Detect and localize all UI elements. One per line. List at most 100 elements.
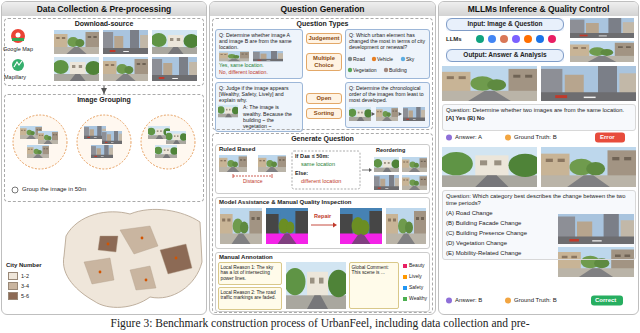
rule-text: ≤ 50m:	[310, 153, 329, 159]
method-box: Model Assistance & Manual Quality Inspec…	[215, 197, 430, 249]
label-slot: Repair	[314, 213, 331, 219]
truth-icon	[505, 298, 511, 304]
answer-icon	[446, 135, 452, 141]
node-text: No, different location.	[219, 69, 299, 75]
node-text: (E) Mobility-Related Change	[446, 250, 558, 257]
node-text: Judgement	[308, 35, 340, 42]
model-icon	[488, 35, 496, 43]
node-text: Yes, same location.	[219, 62, 299, 68]
node-text: Open	[308, 95, 340, 102]
street-photo	[219, 51, 249, 62]
truth-icon	[505, 135, 511, 141]
generation-box: Generate QuestionRuled BasedModel Assist…	[212, 133, 433, 313]
truth-label: Ground Truth: B	[514, 297, 557, 304]
label-slot: Ground Truth: B	[514, 134, 557, 141]
source-name: Mapillary	[4, 74, 26, 80]
category-icon	[372, 57, 376, 61]
question-types-box: Question TypesQ: Determine whether image…	[212, 18, 433, 130]
art-shape	[130, 266, 156, 290]
box-fill	[349, 262, 399, 309]
street-photo	[348, 107, 372, 121]
art-shape	[98, 236, 118, 252]
node-text: Local Reason 1: The sky has a lot of int…	[221, 265, 280, 282]
label-slot: Safety	[409, 285, 423, 291]
flow-arrow	[362, 170, 369, 171]
box-fill	[306, 93, 342, 104]
label-slot: different location	[301, 178, 341, 184]
art-shape	[233, 174, 234, 178]
group-circle	[77, 115, 131, 169]
category-icon	[348, 68, 352, 72]
street-photo	[386, 208, 426, 244]
source-name: Google Map	[3, 46, 33, 52]
node-text: Input: Image & Question	[448, 20, 562, 28]
node-text: Data Collection & Pre-processing	[2, 2, 206, 16]
label-slot: Google Map	[3, 46, 33, 52]
node-text: A: The image is wealthy. Because the bui…	[219, 104, 299, 129]
street-photo	[220, 208, 262, 244]
truth-label: Ground Truth: B	[514, 134, 557, 141]
rule-text: Else:	[295, 170, 308, 176]
label-slot: Answer: A	[455, 134, 482, 141]
category-icon	[384, 68, 388, 72]
street-photo	[373, 157, 400, 172]
label-slot: Vehicle	[377, 57, 393, 63]
art-shape	[99, 271, 102, 274]
label-slot: Sky	[406, 57, 414, 63]
label-slot: Vegetation	[353, 68, 377, 74]
street-photo	[402, 157, 427, 172]
node-text: Local Reason 2: The road traffic marking…	[221, 290, 280, 301]
node-text: (A) Road Change	[446, 210, 558, 217]
io-box: Output: Answer & Analysis	[446, 49, 564, 62]
flow-arrow	[311, 225, 333, 226]
rule-box	[292, 151, 360, 189]
model-icon	[512, 35, 520, 43]
method-box: Manual AnnotationLocal Reason 1: The sky…	[215, 252, 430, 312]
segmentation-map	[340, 208, 382, 244]
box-fill	[446, 18, 564, 31]
model-label: LLMs	[446, 36, 462, 43]
correct-badge	[591, 296, 623, 306]
segmentation-map	[266, 208, 308, 244]
distance-label: Distance	[243, 179, 262, 185]
label-slot: LLMs	[446, 36, 462, 43]
street-photo	[103, 30, 148, 54]
dimension-label: Wealthy	[409, 296, 427, 302]
node-text: Download-source	[8, 20, 200, 28]
box-fill	[345, 29, 430, 79]
group-circle	[141, 115, 195, 169]
node-text: [A] Yes (B) No	[446, 115, 632, 122]
rule-subscript: AB	[304, 155, 310, 160]
dimension-icon	[403, 286, 407, 290]
connector-arrow	[104, 86, 105, 94]
node-text: Group the image in 50m	[8, 186, 200, 193]
label-slot: Answer: B	[455, 297, 482, 304]
map-logo	[11, 29, 25, 43]
legend-item: 1-2	[8, 272, 29, 280]
street-photo	[91, 145, 113, 158]
legend-text: 5-6	[21, 293, 29, 299]
node-text: Output: Answer & Analysis	[448, 51, 562, 59]
panorama-photo	[541, 147, 636, 187]
node-text: Q: Determine the chronological order of …	[349, 85, 426, 103]
node-text: MLLMs Inference & Quality Control	[439, 2, 638, 16]
node-text: Model Assistance & Manual Quality Inspec…	[219, 199, 426, 206]
box-fill	[446, 49, 564, 62]
node-text: Image Grouping	[8, 96, 200, 104]
street-photo	[27, 145, 49, 158]
label-slot: ≤ 50m:	[310, 153, 329, 159]
street-photo	[103, 57, 148, 81]
street-photo	[558, 247, 634, 277]
art-shape	[215, 18, 636, 310]
legend-title: City Number	[6, 262, 42, 269]
label-slot: same location	[301, 161, 335, 167]
street-photo	[285, 262, 350, 309]
order-arrow	[372, 112, 376, 116]
reason-note: Local Reason 2: The road traffic marking…	[218, 287, 282, 310]
category-label: Building	[389, 68, 407, 74]
street-photo	[376, 107, 398, 121]
street-photo	[38, 131, 58, 144]
label-slot: Distance	[243, 179, 262, 185]
question-card: Q: Judge if the image appears [Wealthy, …	[215, 82, 303, 132]
